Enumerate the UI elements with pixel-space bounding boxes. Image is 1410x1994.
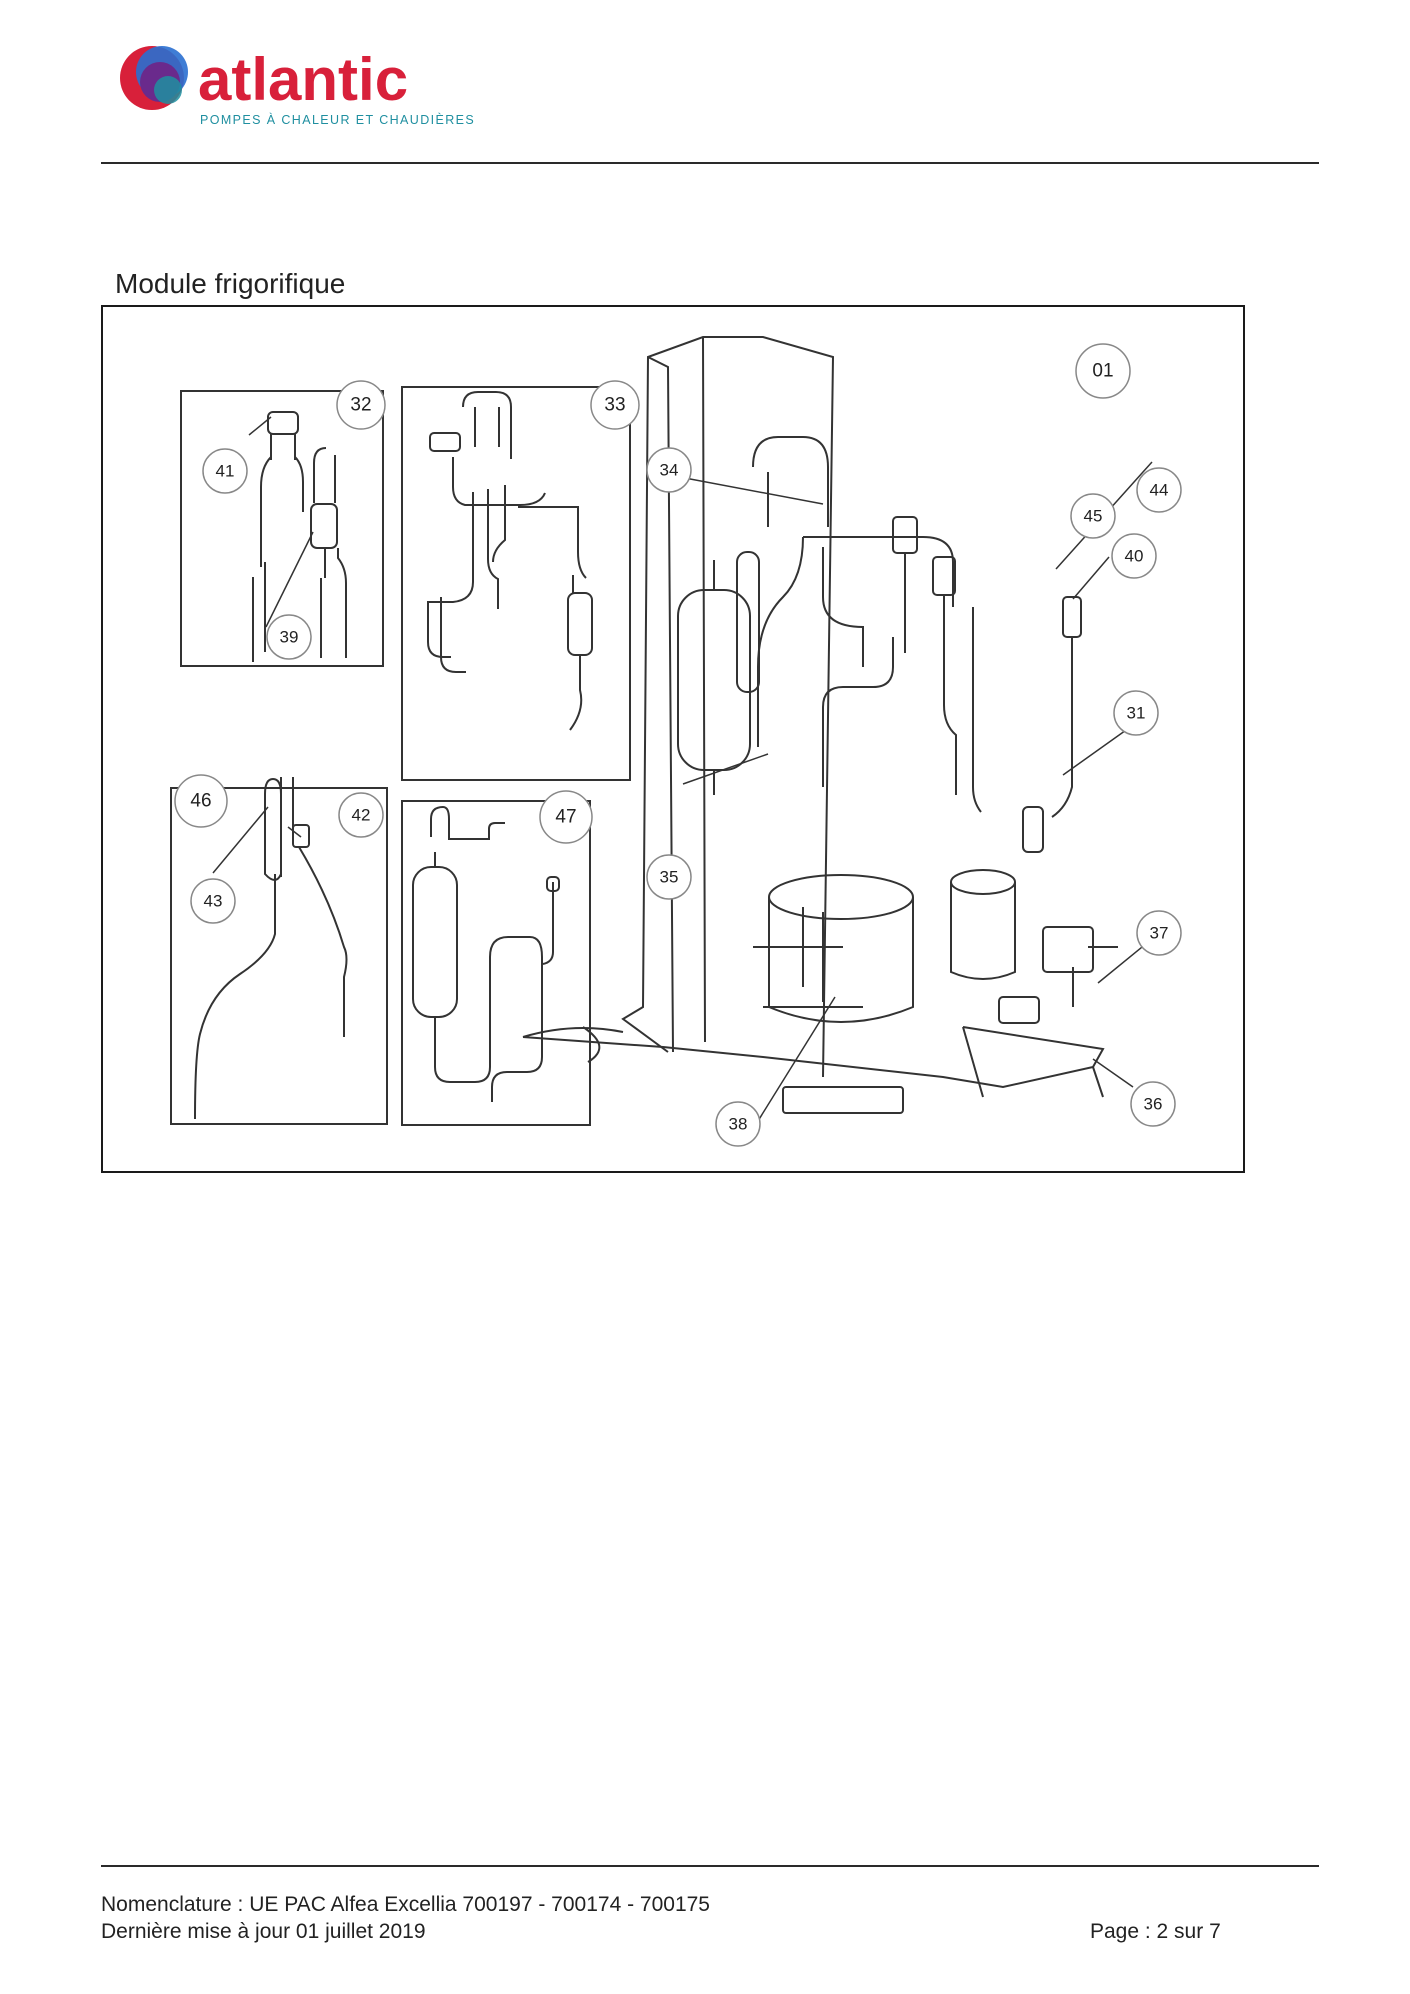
header-divider — [101, 162, 1319, 164]
callout-33 — [590, 380, 640, 430]
callout-44-label: 44 — [1150, 481, 1169, 500]
callout-31-label: 31 — [1127, 704, 1146, 723]
callout-45-label: 45 — [1084, 507, 1103, 526]
callout-43 — [190, 878, 236, 924]
callout-32 — [336, 380, 386, 430]
callout-37 — [1136, 910, 1182, 956]
callout-42-label: 42 — [352, 806, 371, 825]
inset-box-47 — [401, 800, 591, 1126]
section-title: Module frigorifique — [115, 268, 346, 299]
callout-47 — [539, 790, 593, 844]
callout-43-label: 43 — [204, 892, 223, 911]
callout-37-label: 37 — [1150, 924, 1169, 943]
callout-32-label: 32 — [350, 395, 371, 416]
callout-35 — [646, 854, 692, 900]
callout-40-label: 40 — [1125, 547, 1144, 566]
callout-41 — [202, 448, 248, 494]
inset-box-32 — [180, 390, 384, 667]
callout-38 — [715, 1101, 761, 1147]
footer-divider — [101, 1865, 1319, 1867]
callout-46 — [174, 774, 228, 828]
parts-diagram-drawing: 01 31 32 33 34 35 36 37 38 39 40 41 42 4… — [170, 336, 1182, 1147]
callout-01-label: 01 — [1092, 361, 1113, 382]
callout-31 — [1113, 690, 1159, 736]
component-32-drawing — [252, 411, 347, 662]
callout-39 — [266, 614, 312, 660]
callout-38-label: 38 — [729, 1115, 748, 1134]
inset-box-46 — [170, 787, 388, 1125]
parts-diagram: 01 31 32 33 34 35 36 37 38 39 40 41 42 4… — [101, 305, 1245, 1173]
atlantic-logo: atlantic POMPES À CHALEUR ET CHAUDIÈRES — [110, 38, 490, 130]
callout-36-label: 36 — [1144, 1095, 1163, 1114]
footer-last-update: Dernière mise à jour 01 juillet 2019 — [101, 1920, 426, 1943]
callout-44 — [1136, 467, 1182, 513]
callout-42 — [338, 792, 384, 838]
callout-40 — [1111, 533, 1157, 579]
callout-46-label: 46 — [190, 791, 211, 812]
logo-mark-icon — [120, 46, 188, 110]
component-33-drawing — [427, 391, 593, 731]
callout-35-label: 35 — [660, 868, 679, 887]
callout-39-label: 39 — [280, 628, 299, 647]
callout-33-label: 33 — [604, 395, 625, 416]
callout-47-label: 47 — [555, 807, 576, 828]
callout-36 — [1130, 1081, 1176, 1127]
page-number: Page : 2 sur 7 — [1090, 1920, 1221, 1943]
logo-wordmark: atlantic — [198, 46, 408, 113]
component-47-drawing — [412, 805, 560, 1102]
inset-box-33 — [401, 386, 631, 781]
component-46-drawing — [194, 777, 348, 1120]
callout-01 — [1075, 343, 1131, 399]
callout-41-label: 41 — [216, 462, 235, 481]
callout-45 — [1070, 493, 1116, 539]
callout-34-label: 34 — [660, 461, 679, 480]
callout-34 — [646, 447, 692, 493]
logo-tagline: POMPES À CHALEUR ET CHAUDIÈRES — [200, 112, 475, 127]
footer-nomenclature: Nomenclature : UE PAC Alfea Excellia 700… — [101, 1893, 710, 1916]
main-unit-drawing — [522, 336, 1118, 1114]
